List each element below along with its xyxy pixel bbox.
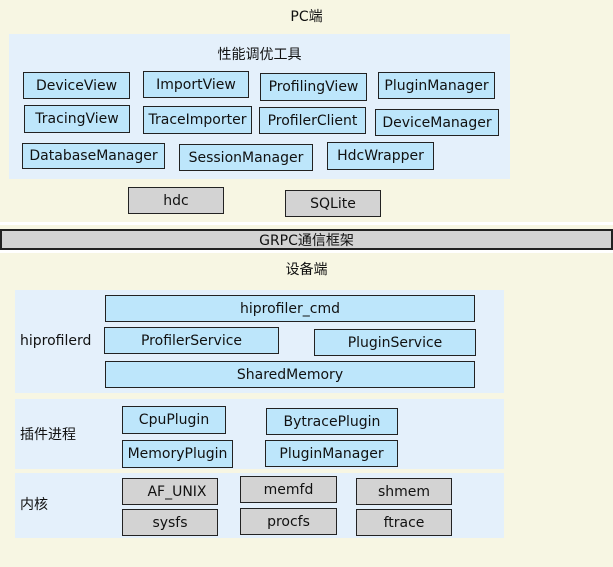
tools-panel-title: 性能调优工具 (217, 47, 302, 63)
component-sessionmanager: SessionManager (179, 144, 313, 171)
component-devicemanager: DeviceManager (375, 109, 499, 136)
component-hiprofiler-cmd: hiprofiler_cmd (105, 295, 475, 322)
component-bytraceplugin: BytracePlugin (266, 408, 398, 435)
component-profilingview: ProfilingView (260, 73, 367, 101)
kernel-procfs: procfs (240, 508, 337, 535)
component-profilerclient: ProfilerClient (259, 107, 366, 134)
kernel-label: 内核 (20, 497, 48, 513)
kernel-memfd: memfd (240, 476, 337, 503)
component-pluginmanager-device: PluginManager (265, 440, 398, 467)
plugin-process-panel (15, 399, 504, 469)
component-databasemanager: DatabaseManager (22, 143, 165, 169)
component-tracingview: TracingView (24, 105, 130, 133)
component-sharedmemory: SharedMemory (105, 361, 475, 388)
component-cpuplugin: CpuPlugin (122, 406, 226, 434)
component-deviceview: DeviceView (23, 72, 130, 99)
component-pluginservice: PluginService (314, 329, 476, 356)
component-memoryplugin: MemoryPlugin (122, 440, 233, 468)
component-pluginmanager-pc: PluginManager (378, 72, 495, 99)
kernel-ftrace: ftrace (356, 509, 452, 536)
kernel-sysfs: sysfs (122, 509, 218, 536)
plugin-process-label: 插件进程 (20, 427, 76, 443)
kernel-shmem: shmem (356, 478, 452, 505)
divider-bottom (0, 250, 613, 253)
divider-top (0, 222, 613, 225)
dependency-hdc: hdc (128, 187, 224, 214)
pc-side-title: PC端 (290, 9, 323, 25)
component-hdcwrapper: HdcWrapper (327, 142, 434, 170)
component-importview: ImportView (143, 71, 249, 98)
device-side-title: 设备端 (285, 262, 328, 278)
dependency-sqlite: SQLite (285, 190, 381, 217)
grpc-framework-bar: GRPC通信框架 (0, 229, 613, 250)
component-traceimporter: TraceImporter (143, 106, 252, 134)
hiprofilerd-label: hiprofilerd (20, 333, 92, 349)
kernel-af-unix: AF_UNIX (122, 478, 218, 505)
component-profilerservice: ProfilerService (104, 327, 279, 354)
